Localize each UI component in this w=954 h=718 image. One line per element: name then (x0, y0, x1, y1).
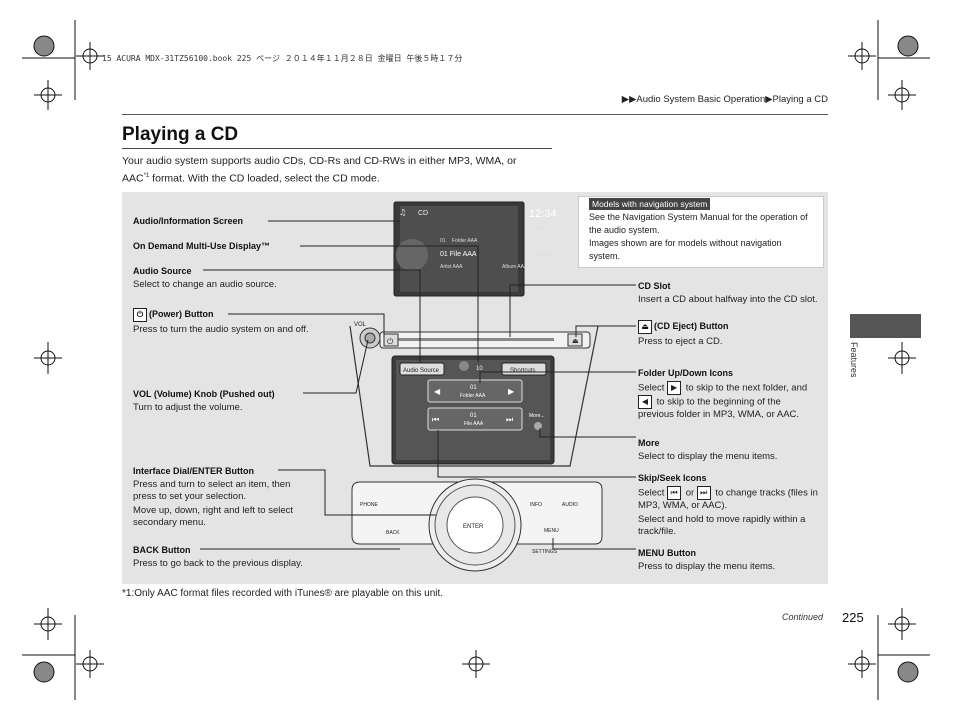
callout-folder: Folder Up/Down Icons Select ▶ to skip to… (638, 368, 808, 420)
intro-aac: AAC (122, 172, 144, 185)
skip-forward-inline-icon: ⏭ (696, 486, 711, 500)
folder-up-inline-icon: ▶ (667, 381, 682, 395)
page-title: Playing a CD (122, 124, 239, 145)
skip-back-inline-icon: ⏮ (667, 486, 682, 500)
section-label: Features (849, 342, 859, 378)
callout-audio-screen: Audio/Information Screen (133, 216, 244, 226)
top-screen-album: Album AAA (502, 264, 528, 270)
intro-line-1: Your audio system supports audio CDs, CD… (122, 155, 517, 167)
header-rule (122, 114, 828, 115)
note-text-1: See the Navigation System Manual for the… (589, 212, 808, 235)
touch-folder-no: 01 (470, 385, 477, 391)
note-text: See the Navigation System Manual for the… (589, 211, 814, 263)
callout-vol: VOL (Volume) Knob (Pushed out) Turn to a… (133, 389, 275, 413)
info-label: INFO (530, 502, 542, 508)
svg-text:⏻: ⏻ (387, 337, 394, 346)
breadcrumb: ▶▶Audio System Basic Operation▶Playing a… (621, 94, 828, 105)
touch-folder-name: Folder AAA (460, 393, 486, 399)
callout-on-demand: On Demand Multi-Use Display™ (133, 241, 271, 251)
audio-source-button (399, 362, 445, 376)
top-screen-artist: Artist AAA (440, 264, 463, 270)
eject-icon: ⏏ (638, 320, 652, 334)
callout-more: More Select to display the menu items. (638, 438, 778, 462)
top-screen-time: 12:34 (529, 208, 557, 220)
phone-label: PHONE (360, 502, 378, 508)
touch-more: More... (529, 413, 545, 419)
settings-label: SETTINGS (532, 549, 558, 555)
callout-power: ⏻(Power) Button Press to turn the audio … (133, 308, 309, 335)
callout-eject: ⏏(CD Eject) Button Press to eject a CD. (638, 320, 729, 347)
svg-text:Shortcuts: Shortcuts (510, 368, 535, 374)
title-rule (122, 148, 552, 149)
music-note-icon: ♫ (399, 208, 406, 217)
top-screen-file: 01 File AAA (440, 251, 477, 258)
skip-back-icon: ⏮ (432, 415, 439, 424)
folder-down-icon: ◀ (434, 387, 441, 396)
folder-up-icon: ▶ (508, 387, 515, 396)
print-header: 15 ACURA MDX-31TZ56100.book 225 ページ ２０１４… (102, 54, 463, 63)
footnote: *1:Only AAC format files recorded with i… (122, 588, 444, 599)
top-screen-folder: Folder AAA (452, 238, 478, 244)
intro-footnote-ref: *1 (143, 173, 150, 179)
callout-skip: Skip/Seek Icons Select ⏮ or ⏭ to change … (638, 473, 818, 537)
power-icon: ⏻ (133, 308, 147, 322)
enter-label: ENTER (463, 524, 484, 530)
top-screen-volume: 10 (538, 226, 544, 232)
intro-paragraph: Your audio system supports audio CDs, CD… (122, 154, 562, 187)
intro-line-2: format. With the CD loaded, select the C… (149, 172, 380, 185)
touch-volume: 10 (476, 366, 483, 372)
vol-label: VOL (354, 322, 367, 328)
callout-dial: Interface Dial/ENTER Button Press and tu… (133, 466, 294, 528)
section-tab (850, 314, 921, 338)
folder-down-inline-icon: ◀ (638, 395, 652, 409)
touch-file-no: 01 (470, 413, 477, 419)
top-screen-elapsed: 01'22" (538, 252, 552, 258)
cd-art-icon (396, 239, 428, 271)
page-number: 225 (842, 610, 864, 625)
top-screen-track-no: 01 (440, 238, 446, 244)
continued-label: Continued (782, 612, 824, 622)
eject-button (567, 333, 583, 347)
svg-text:⏏: ⏏ (572, 338, 579, 345)
back-label: BACK (386, 530, 400, 536)
callout-menu: MENU Button Press to display the menu it… (638, 548, 776, 572)
note-text-2: Images shown are for models without navi… (589, 238, 782, 261)
audio-unit-illustration: ♫ CD 12:34 01 Folder AAA 01 File AAA 01'… (349, 201, 603, 572)
touch-file-name: File AAA (464, 421, 484, 427)
audio-label: AUDIO (562, 502, 578, 508)
menu-label: MENU (544, 528, 559, 534)
svg-text:Audio Source: Audio Source (403, 368, 440, 374)
cd-slot (394, 338, 554, 341)
cd-small-icon (459, 361, 469, 371)
callout-back: BACK Button Press to go back to the prev… (133, 545, 303, 569)
top-screen-source: CD (418, 210, 428, 217)
power-button (383, 333, 399, 347)
skip-forward-icon: ⏭ (506, 415, 513, 424)
callout-audio-source: Audio Source Select to change an audio s… (133, 266, 277, 290)
callout-cd-slot: CD Slot Insert a CD about halfway into t… (638, 281, 818, 305)
note-tag: Models with navigation system (589, 198, 711, 210)
